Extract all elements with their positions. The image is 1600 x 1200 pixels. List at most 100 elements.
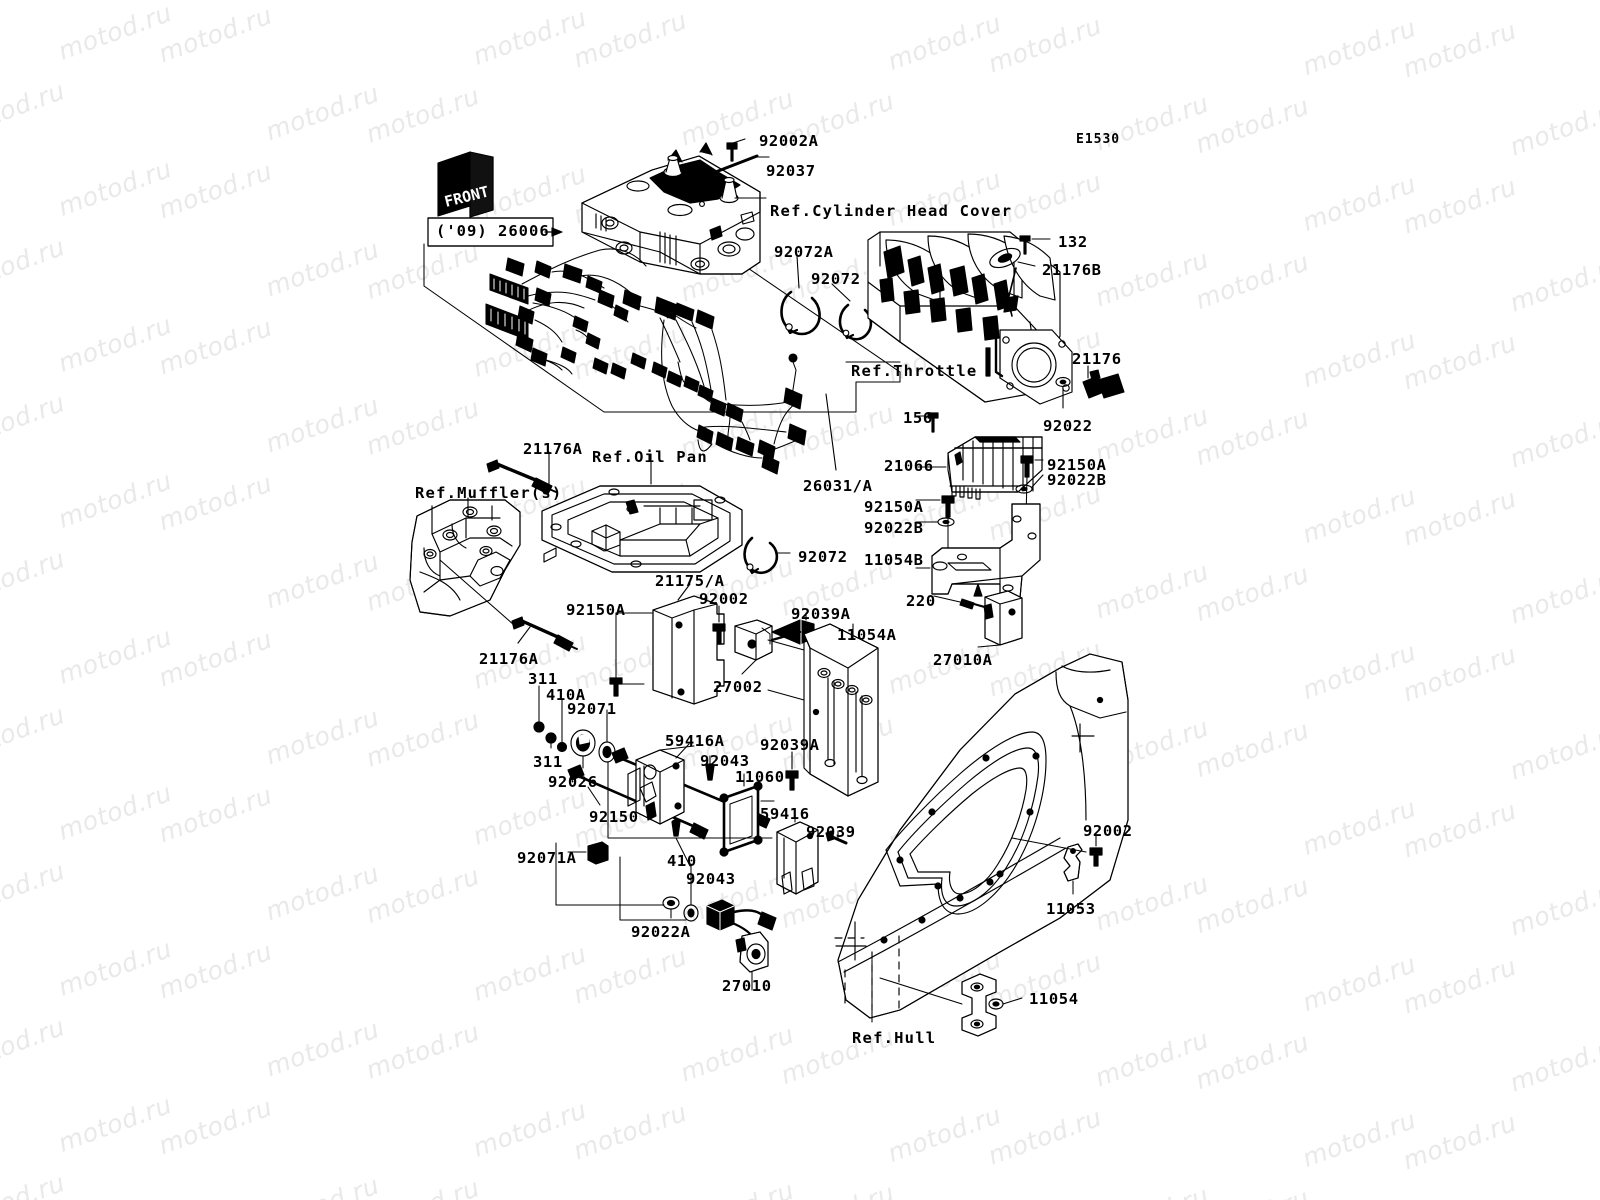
label-92071: 92071 (567, 700, 617, 718)
sensor-27010A (983, 590, 1023, 646)
regulator-rectifier-21066 (947, 436, 1043, 500)
washer-92022B-r1 (1015, 484, 1033, 494)
label-21176: 21176 (1072, 350, 1122, 368)
ref-muffler: Ref.Muffler(s) (415, 484, 563, 502)
relay-27002 (734, 619, 773, 661)
label-21176B: 21176B (1042, 261, 1102, 279)
label-92150A-r2: 92150A (864, 498, 924, 516)
label-11053: 11053 (1046, 900, 1096, 918)
label-311-a: 311 (528, 670, 558, 688)
label-92022A: 92022A (631, 923, 691, 941)
boxed-note-label: ('09) 26006 (436, 222, 550, 240)
sensor-27010 (706, 899, 777, 973)
washer-92022A (662, 896, 680, 910)
label-21175A: 21175/A (655, 572, 725, 590)
label-92071A: 92071A (517, 849, 577, 867)
label-92022: 92022 (1043, 417, 1093, 435)
washer-92022 (1055, 376, 1071, 388)
label-92039: 92039 (806, 823, 856, 841)
clamp-92072-top (838, 303, 873, 341)
ref-cylinder-head-cover: Ref.Cylinder Head Cover (770, 202, 1013, 220)
label-92002-hull: 92002 (1083, 822, 1133, 840)
label-410: 410 (667, 852, 697, 870)
bolt-92039A-lower (785, 770, 799, 791)
label-11060: 11060 (735, 768, 785, 786)
collar-410 (683, 904, 699, 922)
wiring-harness-26031A (485, 248, 807, 475)
front-arrow-icon: FRONT (437, 151, 494, 218)
label-92039A-top: 92039A (791, 605, 851, 623)
relay-59416A (627, 749, 685, 825)
label-11054A: 11054A (837, 626, 897, 644)
screw-156 (927, 412, 939, 433)
clamp-92072A (780, 290, 821, 336)
washer-92022B-r2 (937, 517, 955, 527)
label-92150: 92150 (589, 808, 639, 826)
cap-92071A (587, 841, 609, 865)
label-21176A-bot: 21176A (479, 650, 539, 668)
sensor-21176B (989, 247, 1021, 317)
bolt-92150A-ecu (609, 677, 623, 697)
ecu-21175A (652, 595, 725, 705)
label-92002A-top: 92002A (759, 132, 819, 150)
label-92002-mid: 92002 (699, 590, 749, 608)
label-92022B-r2: 92022B (864, 519, 924, 537)
sensor-21176A-bottom (511, 616, 578, 652)
bolt-92150A-r1 (1020, 455, 1034, 478)
label-92150A-r1: 92150A (1047, 456, 1107, 474)
label-92072-top: 92072 (811, 270, 861, 288)
label-92043-bot: 92043 (686, 870, 736, 888)
sensor-21176A-top (486, 459, 557, 495)
oil-pan-part (541, 485, 743, 573)
label-27002: 27002 (713, 678, 763, 696)
relay-59416 (776, 821, 819, 895)
bolt-92002A-top (726, 142, 738, 162)
label-21066: 21066 (884, 457, 934, 475)
clamp-92072-mid (743, 536, 779, 575)
label-92039A-bot: 92039A (760, 736, 820, 754)
label-410A: 410A (546, 686, 586, 704)
stay-11053 (1063, 843, 1083, 882)
label-59416: 59416 (760, 805, 810, 823)
label-132: 132 (1058, 233, 1088, 251)
label-27010: 27010 (722, 977, 772, 995)
bolt-92002-ecu (712, 623, 726, 645)
muffler-part (409, 499, 521, 617)
throttle-body-part (867, 231, 1073, 405)
ref-oil-pan: Ref.Oil Pan (592, 448, 708, 466)
screw-132 (1019, 235, 1031, 255)
bushing-92071 (598, 741, 616, 763)
diagram-code: E1530 (1076, 132, 1121, 147)
sensor-21176 (1082, 369, 1125, 399)
bolt-92002-hull (1089, 847, 1103, 867)
ref-hull: Ref.Hull (852, 1029, 937, 1047)
label-26031A: 26031/A (803, 477, 873, 495)
label-11054: 11054 (1029, 990, 1079, 1008)
cylinder-head-cover-part (581, 142, 761, 275)
part-92037 (708, 154, 759, 179)
pin-92043-top (705, 763, 715, 781)
bracket-11054A (803, 623, 879, 797)
grommet-92026 (570, 729, 596, 757)
label-27010A: 27010A (933, 651, 993, 669)
label-92072-mid: 92072 (798, 548, 848, 566)
harness-boundary (423, 207, 901, 413)
pin-92043-bot (671, 819, 681, 837)
label-220: 220 (906, 592, 936, 610)
bolt-92150A-r2 (941, 495, 955, 518)
label-92072A: 92072A (774, 243, 834, 261)
label-92150A-ecu: 92150A (566, 601, 626, 619)
label-11054B: 11054B (864, 551, 924, 569)
label-92026: 92026 (548, 773, 598, 791)
boxed-note-frame (427, 217, 563, 247)
bracket-11054 (961, 973, 1004, 1037)
label-92037: 92037 (766, 162, 816, 180)
label-92022B-r1: 92022B (1047, 471, 1107, 489)
label-311-b: 311 (533, 753, 563, 771)
label-92043-top: 92043 (700, 752, 750, 770)
label-59416A: 59416A (665, 732, 725, 750)
label-21176A-top: 21176A (523, 440, 583, 458)
hull-part (834, 653, 1129, 1019)
